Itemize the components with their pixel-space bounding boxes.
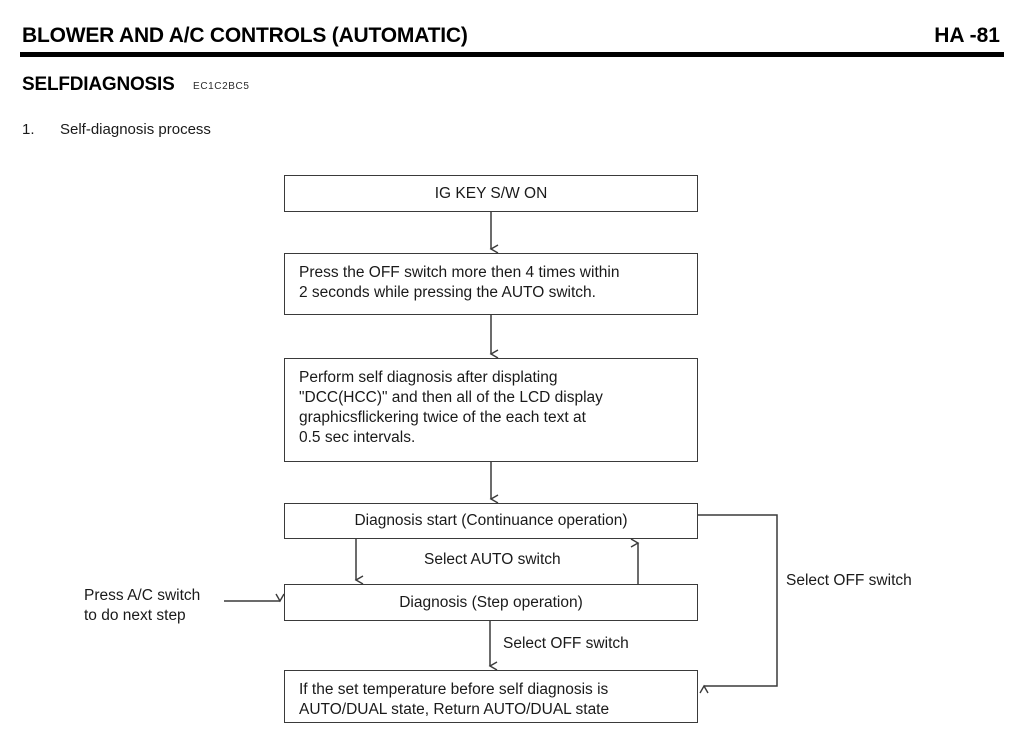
list-item-number: 1. bbox=[22, 121, 35, 138]
edge-label-select-off-switch-down: Select OFF switch bbox=[503, 635, 629, 652]
edge-label-press-ac-switch: Press A/C switch to do next step bbox=[84, 587, 201, 624]
flowchart-box-press-off: Press the OFF switch more then 4 times w… bbox=[284, 253, 698, 315]
flowchart-box-text: If the set temperature before self diagn… bbox=[299, 681, 610, 718]
page-number: HA -81 bbox=[934, 24, 1000, 47]
flowchart-box-diagnosis-start: Diagnosis start (Continuance operation) bbox=[284, 503, 698, 539]
section-heading: SELFDIAGNOSIS EC1C2BC5 bbox=[22, 74, 250, 96]
header-divider bbox=[20, 52, 1004, 57]
connector-feedback-loop bbox=[698, 514, 778, 694]
page-header: BLOWER AND A/C CONTROLS (AUTOMATIC) HA -… bbox=[0, 24, 1024, 60]
flowchart-box-return-auto-dual: If the set temperature before self diagn… bbox=[284, 670, 698, 723]
flowchart-box-text: Perform self diagnosis after displating … bbox=[299, 369, 603, 446]
flowchart-box-ig-key: IG KEY S/W ON bbox=[284, 175, 698, 212]
flowchart-box-diagnosis-step: Diagnosis (Step operation) bbox=[284, 584, 698, 621]
list-item: 1. Self-diagnosis process bbox=[22, 121, 211, 138]
section-title: SELFDIAGNOSIS bbox=[22, 74, 175, 95]
section-code: EC1C2BC5 bbox=[193, 81, 250, 92]
flowchart-box-perform-diagnosis: Perform self diagnosis after displating … bbox=[284, 358, 698, 462]
edge-label-select-off-switch-loop: Select OFF switch bbox=[786, 572, 912, 589]
page-title: BLOWER AND A/C CONTROLS (AUTOMATIC) bbox=[22, 24, 468, 47]
flowchart-box-text: Press the OFF switch more then 4 times w… bbox=[299, 264, 620, 301]
flowchart-box-text: IG KEY S/W ON bbox=[434, 184, 548, 202]
flowchart-box-text: Diagnosis start (Continuance operation) bbox=[354, 512, 628, 529]
list-item-label: Self-diagnosis process bbox=[60, 121, 211, 138]
flowchart-box-text: Diagnosis (Step operation) bbox=[399, 593, 583, 611]
edge-label-select-auto-switch: Select AUTO switch bbox=[424, 551, 561, 568]
